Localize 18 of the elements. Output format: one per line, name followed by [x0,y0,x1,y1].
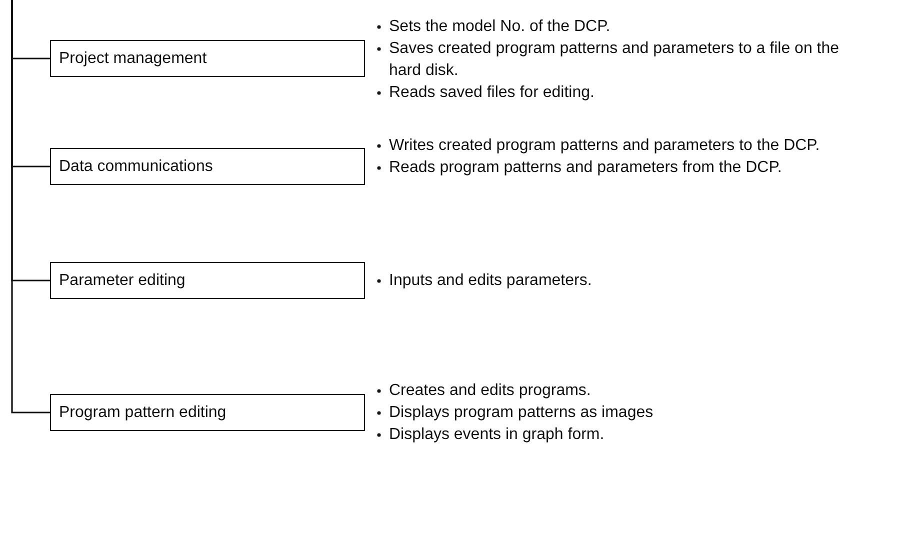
process-box [50,148,365,185]
bullet-text: Sets the model No. of the DCP. [389,17,610,37]
box-label: Data communications [59,158,213,176]
process-box [50,40,365,77]
process-box [50,394,365,431]
connector-line [11,0,50,414]
bullet-text: Creates and edits programs. [389,381,591,401]
bullet-text: Inputs and edits parameters. [389,271,592,291]
bullet-text: Saves created program patterns and parameters to a file on the hard disk. [389,39,840,81]
box-label: Program pattern editing [59,404,226,422]
box-label: Parameter editing [59,272,186,290]
box-label: Project management [59,50,207,68]
bullet-text: Displays events in graph form. [389,425,604,445]
bullet-text: Writes created program patterns and parameters to the DCP. [389,136,820,156]
process-box [50,262,365,299]
bullet-text: Displays program patterns as images [389,403,654,423]
bullet-text: Reads saved files for editing. [389,83,594,103]
bullet-text: Reads program patterns and parameters from the DCP. [389,158,782,178]
